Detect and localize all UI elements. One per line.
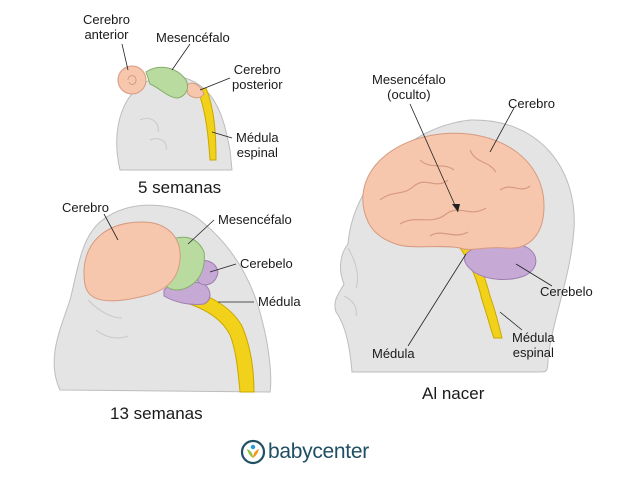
newborn-face (343, 247, 359, 317)
label-13w-medulla: Médula (258, 294, 301, 309)
fetus-13-weeks-face (87, 299, 129, 339)
leader-birth-cerebrum (489, 107, 515, 153)
label-birth-spinal-cord-line1: Médula (512, 330, 555, 345)
label-birth-medulla: Médula (372, 346, 415, 361)
label-5w-spinal-cord-line1: Médula (236, 130, 279, 145)
leader-birth-medulla (407, 253, 467, 347)
label-5w-posterior-brain-line2: posterior (232, 77, 283, 92)
fetus-13-weeks-cerebrum (83, 221, 181, 302)
label-13w-midbrain: Mesencéfalo (218, 212, 292, 227)
label-5w-anterior-brain-line2: anterior (84, 27, 129, 42)
label-birth-cerebellum: Cerebelo (540, 284, 593, 299)
embryo-5-weeks-anterior-brain-curl (127, 75, 137, 85)
leader-5w-posterior (199, 77, 231, 91)
label-birth-midbrain-line2: (oculto) (387, 87, 431, 102)
label-birth-cerebrum: Cerebro (508, 96, 555, 111)
label-5w-anterior-brain-line1: Cerebro (83, 12, 130, 27)
embryo-5-weeks-anterior-brain (117, 65, 147, 95)
label-13w-cerebrum: Cerebro (62, 200, 109, 215)
embryo-5-weeks-posterior-brain (185, 82, 205, 99)
newborn (334, 103, 575, 373)
label-5w-spinal-cord-line2: espinal (236, 145, 278, 160)
label-birth-midbrain-line1: Mesencéfalo (372, 72, 446, 87)
label-5w-midbrain: Mesencéfalo (156, 30, 230, 45)
fetus-13-weeks (53, 204, 272, 393)
babycenter-logo-icon (240, 439, 266, 465)
label-5w-posterior-brain-line1: Cerebro (233, 62, 281, 77)
label-13w-cerebellum: Cerebelo (240, 256, 293, 271)
babycenter-logo: babycenter (240, 438, 400, 468)
caption-at-birth: Al nacer (422, 384, 485, 403)
leader-birth-cerebellum (515, 263, 553, 287)
embryo-5-weeks-fold (139, 117, 167, 151)
caption-5-weeks: 5 semanas (138, 178, 222, 197)
label-birth-spinal-cord-line2: espinal (512, 345, 554, 360)
label-5w-posterior-brain: Cerebro posterior (232, 62, 283, 92)
leader-birth-midbrain (409, 103, 459, 213)
label-5w-anterior-brain: Cerebro anterior (83, 12, 130, 42)
label-birth-spinal-cord: Médula espinal (512, 330, 555, 360)
leader-13w-cerebrum (103, 213, 119, 241)
babycenter-logo-text: babycenter (268, 440, 369, 463)
leader-13w-midbrain (187, 219, 215, 245)
embryo-5-weeks-spinal-cord (197, 87, 217, 161)
leader-13w-cerebellum (209, 263, 237, 273)
caption-13-weeks: 13 semanas (110, 404, 203, 423)
leader-5w-spinal (211, 131, 233, 139)
leader-5w-anterior (121, 43, 129, 71)
label-5w-spinal-cord: Médula espinal (236, 130, 279, 160)
leader-5w-midbrain (171, 43, 191, 71)
embryo-5-weeks (116, 43, 233, 171)
newborn-cerebrum-folds (379, 149, 531, 237)
leader-birth-spinal (499, 311, 523, 331)
embryo-5-weeks-midbrain (145, 66, 189, 99)
label-birth-midbrain-hidden: Mesencéfalo (oculto) (372, 72, 446, 102)
leader-birth-midbrain-arrowhead (452, 204, 460, 212)
